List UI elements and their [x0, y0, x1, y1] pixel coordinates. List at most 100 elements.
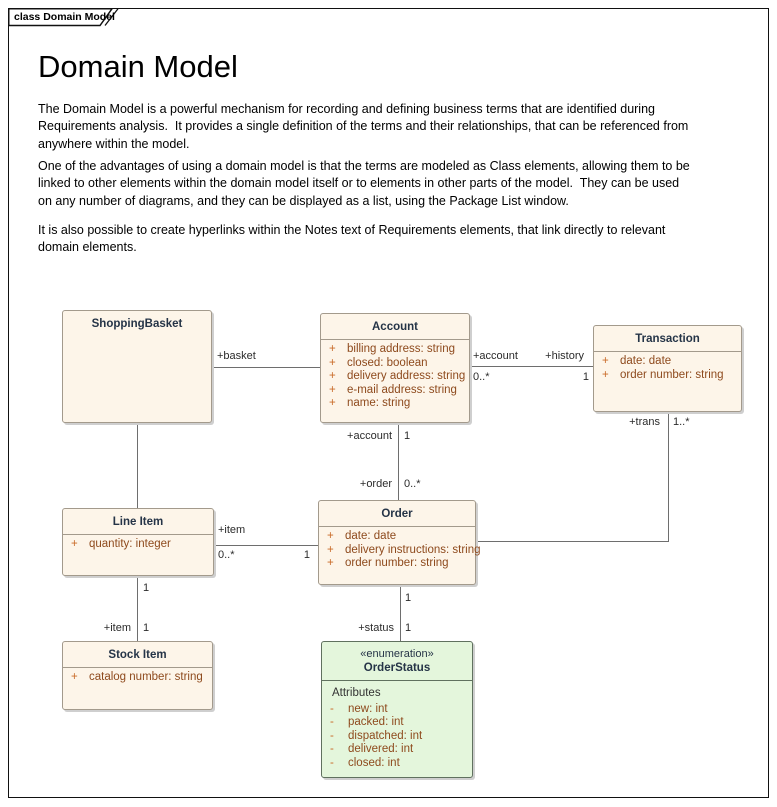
connector-label: +account: [473, 350, 518, 362]
class-name: Account: [372, 321, 418, 333]
attribute-row: +billing address: string: [321, 343, 469, 357]
attribute-row: + closed: boolean: [321, 357, 469, 371]
attribute-row: +order number: string: [319, 557, 475, 571]
attribute-row: +delivery instructions: string: [319, 544, 481, 558]
attributes-header: Attributes: [332, 687, 381, 699]
attribute-text: dispatched: int: [348, 729, 423, 742]
attribute-text: new: int: [348, 702, 388, 715]
attributes-compartment: + date: date +order number: string: [594, 351, 741, 382]
connector-label: 1: [303, 549, 310, 561]
attribute-visibility-prefix: -: [330, 743, 334, 755]
connector-label: +history: [545, 350, 584, 362]
attribute-text: name: string: [347, 397, 411, 409]
attribute-visibility-prefix: +: [329, 356, 336, 369]
class-title-compartment: «enumeration» OrderStatus: [322, 642, 472, 680]
class-title-compartment: Account: [321, 314, 469, 339]
page-title: Domain Model: [38, 49, 238, 84]
connector-label: 1: [143, 622, 150, 634]
attribute-text: closed: int: [348, 756, 400, 769]
connector-segment[interactable]: [476, 541, 669, 542]
class-stock-item[interactable]: Stock Item +catalog number: string: [62, 641, 213, 710]
connector-label: 1: [143, 582, 150, 594]
connector-label: +trans: [629, 416, 660, 428]
attributes-compartment: +date: date+delivery instructions: strin…: [319, 526, 481, 571]
connector-label: 1: [582, 371, 589, 383]
class-line-item[interactable]: Line Item + quantity: integer: [62, 508, 214, 576]
attribute-text: e-mail address: string: [347, 383, 457, 396]
attribute-row: - delivered: int: [322, 743, 472, 757]
intro-paragraph-2: One of the advantages of using a domain …: [38, 159, 690, 208]
connector-segment[interactable]: [398, 423, 399, 500]
class-name: OrderStatus: [363, 662, 431, 674]
attribute-visibility-prefix: +: [329, 370, 336, 382]
attribute-text: delivery instructions: string: [345, 543, 481, 556]
connector-segment[interactable]: [137, 576, 138, 641]
connector-segment[interactable]: [668, 412, 669, 542]
connector-label: 0..*: [404, 478, 421, 490]
attribute-visibility-prefix: +: [327, 530, 334, 542]
connector-label: 1: [405, 622, 412, 634]
intro-paragraph-1: The Domain Model is a powerful mechanism…: [38, 102, 689, 151]
connector-segment[interactable]: [212, 367, 320, 368]
connector-label: +item: [103, 622, 131, 634]
class-title-compartment: Order: [319, 501, 475, 526]
attribute-row: +catalog number: string: [63, 671, 212, 685]
attribute-row: - new: int: [322, 703, 472, 717]
connector-label: +basket: [217, 350, 256, 362]
attribute-row: + date: date: [594, 355, 741, 369]
class-name: Stock Item: [108, 649, 167, 661]
stereotype-label: «enumeration»: [360, 648, 434, 660]
attribute-text: packed: int: [348, 716, 404, 728]
connector-label: +item: [218, 524, 246, 536]
attribute-text: delivered: int: [348, 743, 414, 755]
class-transaction[interactable]: Transaction + date: date +order number: str…: [593, 325, 742, 412]
class-account[interactable]: Account+billing address: string+closed: …: [320, 313, 470, 423]
connector-segment[interactable]: [214, 545, 318, 546]
attribute-row: + delivery address: string: [321, 370, 469, 384]
connector-segment[interactable]: [400, 585, 401, 641]
attribute-text: date: date: [620, 355, 672, 367]
intro-paragraph-3: It is also possible to create hyperlinks…: [38, 223, 666, 255]
class-name: ShoppingBasket: [91, 318, 183, 330]
attribute-row: - closed: int: [322, 757, 472, 771]
connector-label: +account: [347, 430, 392, 442]
attribute-visibility-prefix: -: [330, 702, 334, 715]
diagram-frame-tab: [8, 8, 119, 27]
class-shopping-basket[interactable]: ShoppingBasket: [62, 310, 212, 423]
attribute-text: catalog number: string: [89, 671, 203, 683]
class-order[interactable]: Order+date: date+delivery instructions: …: [318, 500, 481, 585]
connector-label: 0..*: [473, 371, 490, 383]
connector-label: 1..*: [673, 416, 690, 428]
connector-label: +status: [358, 622, 394, 634]
attributes-compartment: +billing address: string+closed: boolean…: [321, 339, 469, 411]
attribute-visibility-prefix: +: [327, 557, 334, 569]
class-title-compartment: Stock Item: [63, 642, 212, 667]
connector-label: 0..*: [218, 549, 235, 561]
attribute-text: billing address: string: [347, 343, 456, 355]
attribute-row: - packed: int: [322, 716, 472, 730]
attribute-visibility-prefix: +: [602, 368, 609, 381]
attribute-text: date: date: [345, 530, 397, 542]
connector-segment[interactable]: [470, 366, 593, 367]
attribute-visibility-prefix: -: [330, 716, 334, 728]
attribute-visibility-prefix: +: [329, 383, 336, 396]
attribute-text: delivery address: string: [347, 370, 466, 382]
attribute-text: closed: boolean: [347, 356, 428, 369]
connector-label: 1: [404, 430, 411, 442]
class-title-compartment: Transaction: [594, 326, 741, 351]
frame-tab-label: class Domain Model: [14, 11, 115, 23]
attribute-visibility-prefix: -: [330, 756, 334, 769]
attribute-text: quantity: integer: [89, 538, 171, 550]
connector-segment[interactable]: [137, 423, 138, 508]
class-name: Line Item: [112, 516, 164, 528]
attribute-visibility-prefix: +: [71, 538, 78, 550]
attribute-visibility-prefix: +: [602, 355, 609, 367]
connector-label: 1: [405, 592, 412, 604]
attributes-compartment: Attributes - new: int - packed: int - dispatch…: [322, 680, 472, 770]
attribute-row: +order number: string: [594, 369, 741, 383]
attribute-row: + date: date: [319, 530, 475, 544]
attributes-compartment: +catalog number: string: [63, 667, 212, 685]
attribute-row: +name: string: [321, 397, 469, 411]
